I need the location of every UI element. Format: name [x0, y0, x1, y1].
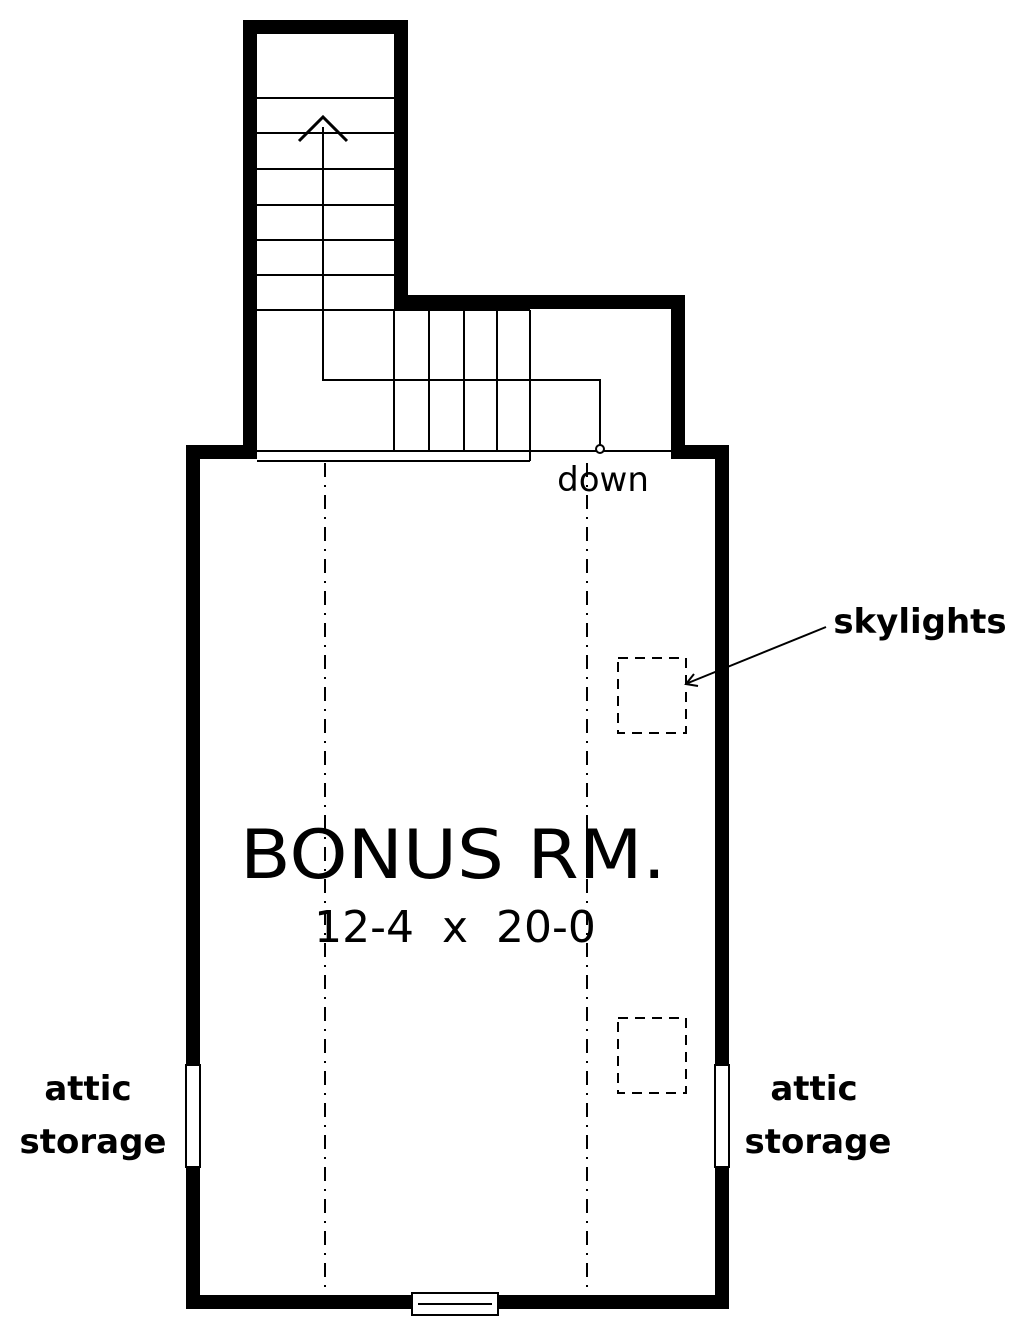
attic-storage-right-line1: attic	[770, 1069, 857, 1109]
attic-storage-right-line2: storage	[745, 1122, 892, 1162]
skylight-upper	[617, 657, 687, 734]
wall-openings	[185, 1064, 730, 1316]
right-attic-opening	[714, 1064, 730, 1168]
room-name: BONUS RM.	[240, 816, 666, 895]
attic-storage-left-line1: attic	[44, 1069, 131, 1109]
attic-storage-left-line2: storage	[20, 1122, 167, 1162]
exterior-walls	[186, 20, 729, 1309]
stair-tower-wall	[243, 20, 685, 459]
stair-treads-horizontal	[393, 309, 531, 461]
knee-wall-lines	[324, 463, 588, 1295]
stair-direction-arrow	[297, 114, 605, 454]
skylight-lower	[617, 1017, 687, 1094]
skylights-leader-line	[687, 626, 827, 684]
skylights-label: skylights	[833, 602, 1006, 642]
room-dimensions: 12-4 x 20-0	[314, 902, 596, 953]
skylights	[617, 626, 827, 1094]
stair-treads-vertical	[257, 97, 394, 311]
left-attic-opening	[185, 1064, 201, 1168]
stair-down-label: down	[557, 460, 649, 500]
